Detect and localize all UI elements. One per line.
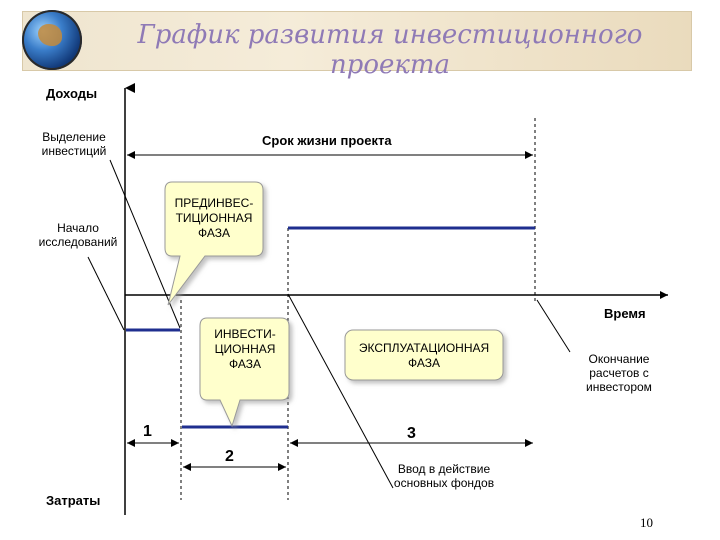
phase-number-2: 2 xyxy=(225,448,234,465)
y-axis-label-costs: Затраты xyxy=(46,493,101,508)
pointer-investment-allocation xyxy=(109,159,181,329)
callout-text-investment: ИНВЕСТИ-ЦИОННАЯ ФАЗА xyxy=(214,327,276,371)
y-axis-label-income: Доходы xyxy=(46,86,98,101)
page-number: 10 xyxy=(640,515,653,530)
label-research-start: Начало исследований xyxy=(38,221,118,249)
phase-number-3: 3 xyxy=(407,425,416,442)
label-investment-allocation: Выделение инвестиций xyxy=(41,130,107,158)
title-banner xyxy=(22,11,692,71)
label-settlement-end: Окончание расчетов с инвестором xyxy=(586,352,652,394)
globe-icon xyxy=(22,10,82,70)
pointer-settlement-end xyxy=(536,299,571,353)
x-axis-label-time: Время xyxy=(604,306,646,321)
callout-text-pre-investment: ПРЕДИНВЕС-ТИЦИОННАЯ ФАЗА xyxy=(174,196,254,240)
callout-text-operational: ЭКСПЛУАТАЦИОННАЯ ФАЗА xyxy=(358,341,490,370)
callout-investment xyxy=(199,317,290,428)
callout-operational xyxy=(344,329,504,381)
pointer-commissioning xyxy=(287,293,394,489)
pointer-research-start xyxy=(87,256,125,331)
page-title: График развития инвестиционного проекта xyxy=(137,20,643,80)
label-commissioning: Ввод в действие основных фондов xyxy=(393,462,495,490)
label-project-life: Срок жизни проекта xyxy=(262,133,392,148)
phase-number-1: 1 xyxy=(143,423,152,440)
callout-pre-investment xyxy=(164,181,264,306)
